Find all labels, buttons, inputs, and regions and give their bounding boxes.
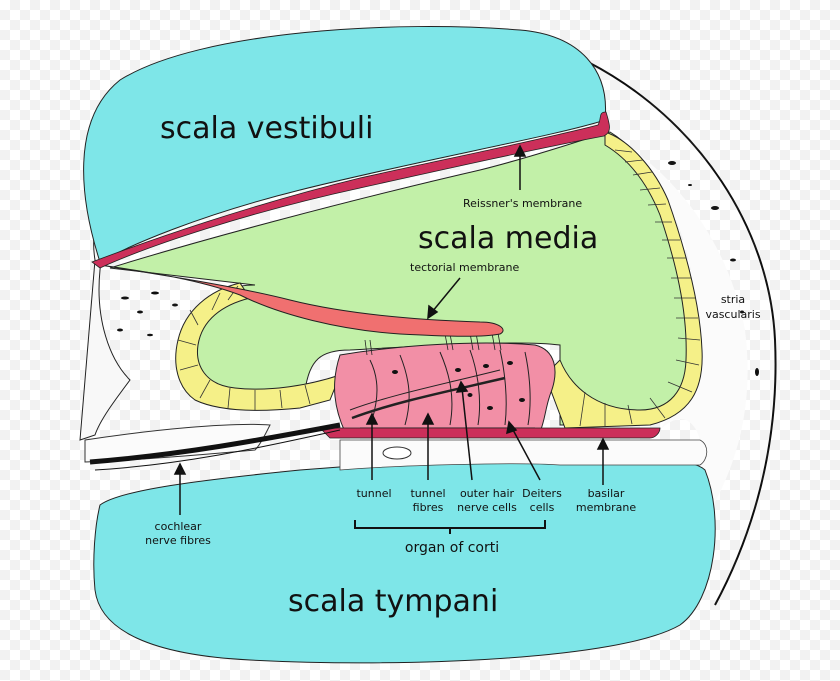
organ-of-corti-bracket [354, 520, 546, 534]
label-tunnel: tunnel [356, 487, 391, 500]
label-basilar-1: basilar [588, 487, 625, 500]
reissners-membrane [91, 111, 610, 269]
label-tunnel-fibres-1: tunnel [410, 487, 445, 500]
cell-dividers-right [579, 149, 701, 427]
cochlear-nerve-bundle [89, 422, 341, 465]
organ-of-corti-region [334, 342, 556, 433]
cochlear-nerve-thin [94, 429, 341, 471]
label-organ-of-corti: organ of corti [405, 540, 499, 556]
label-arrows [173, 144, 610, 515]
vessel [382, 446, 412, 460]
label-deiters-2: cells [530, 501, 555, 514]
scala-tympani-region [93, 457, 716, 664]
corti-nuclei [392, 361, 525, 410]
label-tectorial-membrane: tectorial membrane [410, 261, 519, 274]
lateral-wall-arc [587, 61, 777, 606]
scala-vestibuli-region [83, 26, 607, 263]
outer-cells [544, 131, 703, 429]
spiral-lamina [339, 439, 708, 471]
label-stria: stria [721, 293, 745, 306]
label-cochlear-1: cochlear [155, 520, 202, 533]
label-cochlear-2: nerve fibres [145, 534, 211, 547]
basilar-membrane [319, 427, 661, 439]
label-scala-vestibuli: scala vestibuli [160, 111, 373, 146]
label-deiters-1: Deiters [522, 487, 562, 500]
corti-inner-structures [349, 349, 535, 429]
label-tunnel-fibres-2: fibres [413, 501, 444, 514]
label-outer-hair-1: outer hair [460, 487, 515, 500]
label-scala-media: scala media [418, 221, 598, 256]
label-reissners-membrane: Reissner's membrane [463, 197, 582, 210]
tectorial-membrane [99, 264, 504, 337]
bone-speckles [117, 161, 759, 376]
spiral-ligament [600, 130, 748, 520]
label-scala-tympani: scala tympani [288, 584, 498, 619]
label-outer-hair-2: nerve cells [457, 501, 517, 514]
label-basilar-2: membrane [576, 501, 636, 514]
label-vascularis: vascularis [705, 308, 760, 321]
